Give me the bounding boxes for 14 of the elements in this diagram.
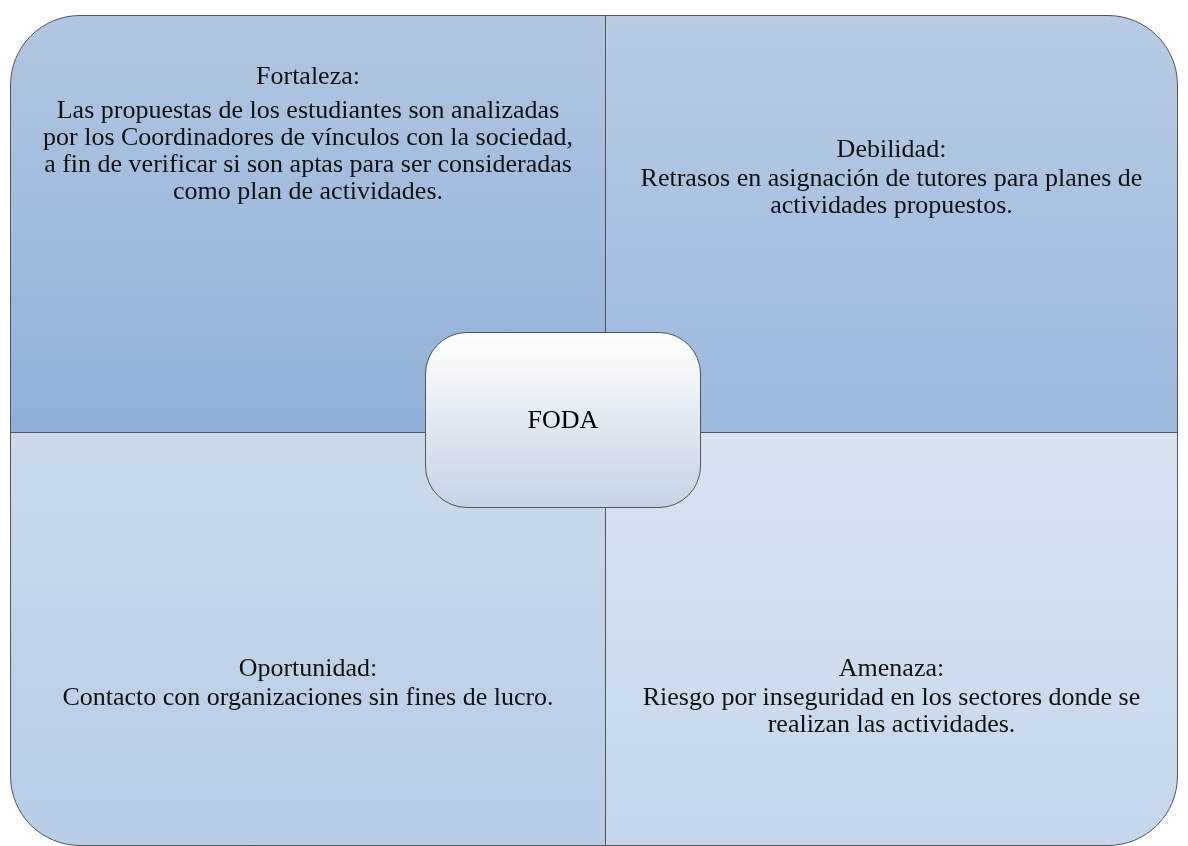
quadrant-panel — [605, 432, 1178, 846]
quadrant-panel — [605, 15, 1178, 433]
quadrant-text: Contacto con organizaciones sin fines de lucro. — [62, 683, 554, 710]
quadrant-text: Retrasos en asignación de tutores para planes de actividades propuestos. — [639, 164, 1144, 218]
center-box — [425, 332, 701, 508]
quadrant-panel — [10, 432, 606, 846]
quadrant-heading: Debilidad: — [836, 134, 947, 164]
center-label: FODA — [527, 405, 599, 435]
quadrant-heading: Amenaza: — [838, 653, 945, 683]
quadrant-panel — [10, 15, 606, 433]
quadrant-text: Riesgo por inseguridad en los sectores donde se realizan las actividades. — [641, 683, 1142, 737]
quadrant-text: Las propuestas de los estudiantes son analizadas por los Coordinadores de vínculos con la sociedad, a fin de verificar si son aptas para ser consideradas como plan de actividades. — [42, 96, 574, 204]
quadrant-heading: Oportunidad: — [238, 653, 378, 683]
quadrant-heading: Fortaleza: — [256, 61, 360, 91]
